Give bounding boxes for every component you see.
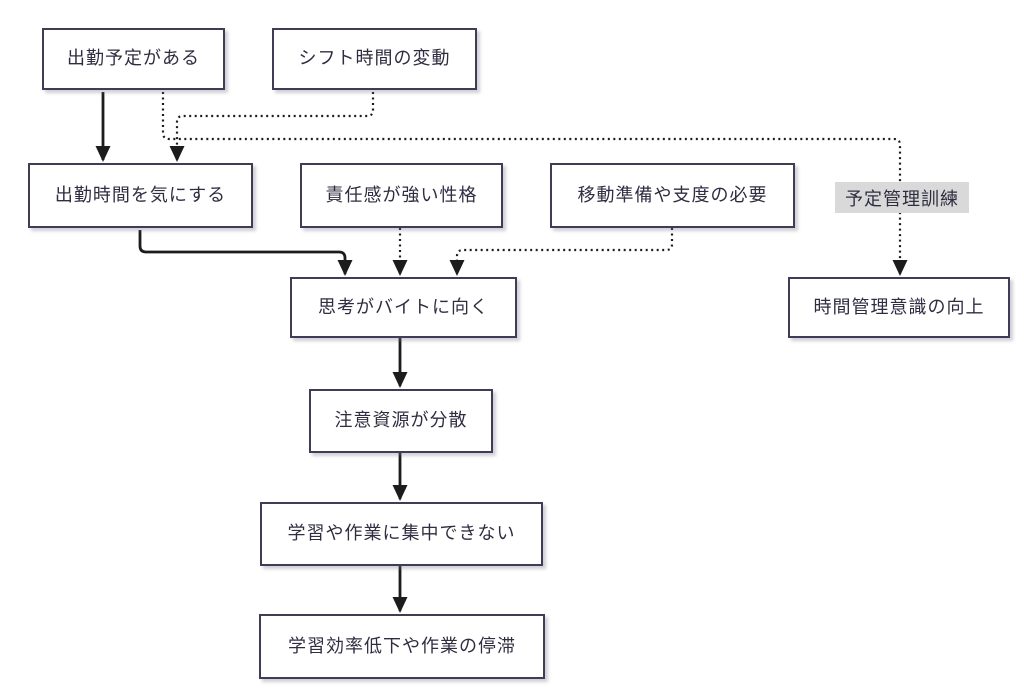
node-label: 責任感が強い性格 (325, 184, 478, 205)
edge-shift-hendo-to-jikan-ki-ni-suru (169, 92, 375, 162)
node-chui-shigen: 注意資源が分散 (309, 389, 493, 453)
edge-ido-junbi-to-shiko-baito (449, 228, 674, 276)
node-sekininkan: 責任感が強い性格 (300, 163, 503, 228)
node-label: 注意資源が分散 (334, 410, 468, 431)
node-label: シフト時間の変動 (298, 48, 451, 69)
node-jikan-ki-ni-suru: 出勤時間を気にする (28, 163, 253, 228)
node-label: 学習効率低下や作業の停滞 (288, 635, 516, 656)
node-label: 思考がバイトに向く (318, 296, 489, 317)
node-label: 時間管理意識の向上 (813, 296, 985, 317)
node-label: 学習や作業に集中できない (287, 523, 516, 544)
node-label: 出勤予定がある (67, 48, 200, 69)
node-koritsu-teika: 学習効率低下や作業の停滞 (259, 614, 545, 679)
node-shukkin-yotei: 出勤予定がある (42, 28, 225, 90)
edge-label-yotei-kanri-kunren: 予定管理訓練 (835, 182, 969, 213)
node-jikan-kanri: 時間管理意識の向上 (788, 277, 1010, 338)
node-shiko-baito: 思考がバイトに向く (290, 277, 517, 338)
edge-shukkin-yotei-to-jikan-kanri (161, 92, 908, 276)
node-shuchu-dekinai: 学習や作業に集中できない (260, 502, 543, 566)
edge-jikan-ki-ni-suru-to-shiko-baito (138, 230, 353, 276)
node-label: 出勤時間を気にする (54, 184, 227, 205)
node-shift-hendo: シフト時間の変動 (272, 28, 477, 90)
node-ido-junbi: 移動準備や支度の必要 (550, 163, 795, 228)
node-label: 移動準備や支度の必要 (577, 184, 768, 205)
